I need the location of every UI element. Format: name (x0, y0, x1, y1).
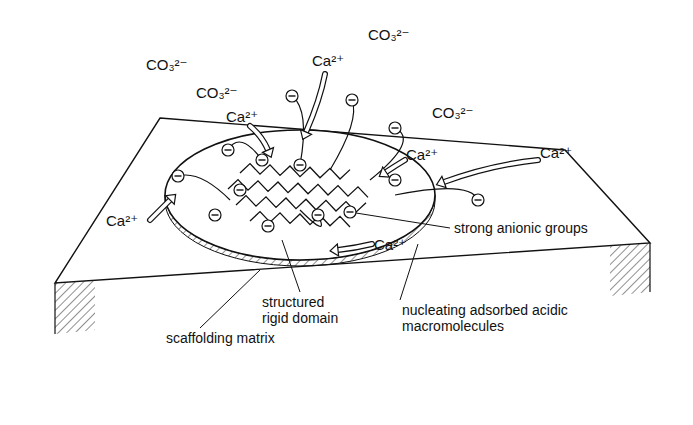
part-label: structured rigid domain (262, 294, 354, 326)
anionic-group (389, 174, 401, 186)
anionic-group (312, 209, 324, 221)
anionic-group (294, 159, 306, 171)
part-label: strong anionic groups (454, 220, 588, 236)
chain (228, 180, 368, 198)
ion-arrow (301, 74, 325, 139)
anionic-group (172, 170, 184, 182)
ion-label: CO₃²⁻ (368, 26, 410, 43)
anionic-group (209, 209, 221, 221)
ion-arrow (379, 160, 405, 177)
tail (178, 175, 230, 200)
tail (370, 128, 403, 180)
matrix-surface (55, 118, 650, 283)
ion-label: Ca²⁺ (406, 146, 438, 163)
ion-label: Ca²⁺ (312, 52, 344, 69)
anionic-group (222, 144, 234, 156)
anionic-group (262, 220, 274, 232)
anionic-group (472, 194, 484, 206)
ion-label: Ca²⁺ (226, 108, 258, 125)
ion-arrow (150, 194, 176, 220)
anionic-group (256, 154, 268, 166)
part-label: scaffolding matrix (166, 330, 275, 346)
anionic-group (389, 122, 401, 134)
macromolecule-tails (172, 90, 484, 232)
anionic-group (234, 184, 246, 196)
ion-label: Ca²⁺ (374, 236, 406, 253)
ion-label: Ca²⁺ (540, 144, 572, 161)
ion-label: Ca²⁺ (106, 212, 138, 229)
matrix-hatch (610, 243, 650, 296)
ion-arrow (250, 126, 274, 157)
anionic-group (346, 94, 358, 106)
ion-arrow (436, 160, 538, 188)
tail (330, 100, 354, 170)
chains (228, 164, 368, 227)
anionic-group (344, 206, 356, 218)
ion-label: CO₃²⁻ (146, 56, 188, 73)
ion-label: CO₃²⁻ (196, 84, 238, 101)
part-label: nucleating adsorbed acidic macromolecule… (402, 302, 642, 334)
ion-arrow (330, 244, 372, 256)
anionic-group (286, 90, 298, 102)
ion-label: CO₃²⁻ (432, 104, 474, 121)
rigid-domain (165, 130, 435, 260)
matrix-hatch (55, 280, 95, 334)
tail (395, 189, 478, 200)
